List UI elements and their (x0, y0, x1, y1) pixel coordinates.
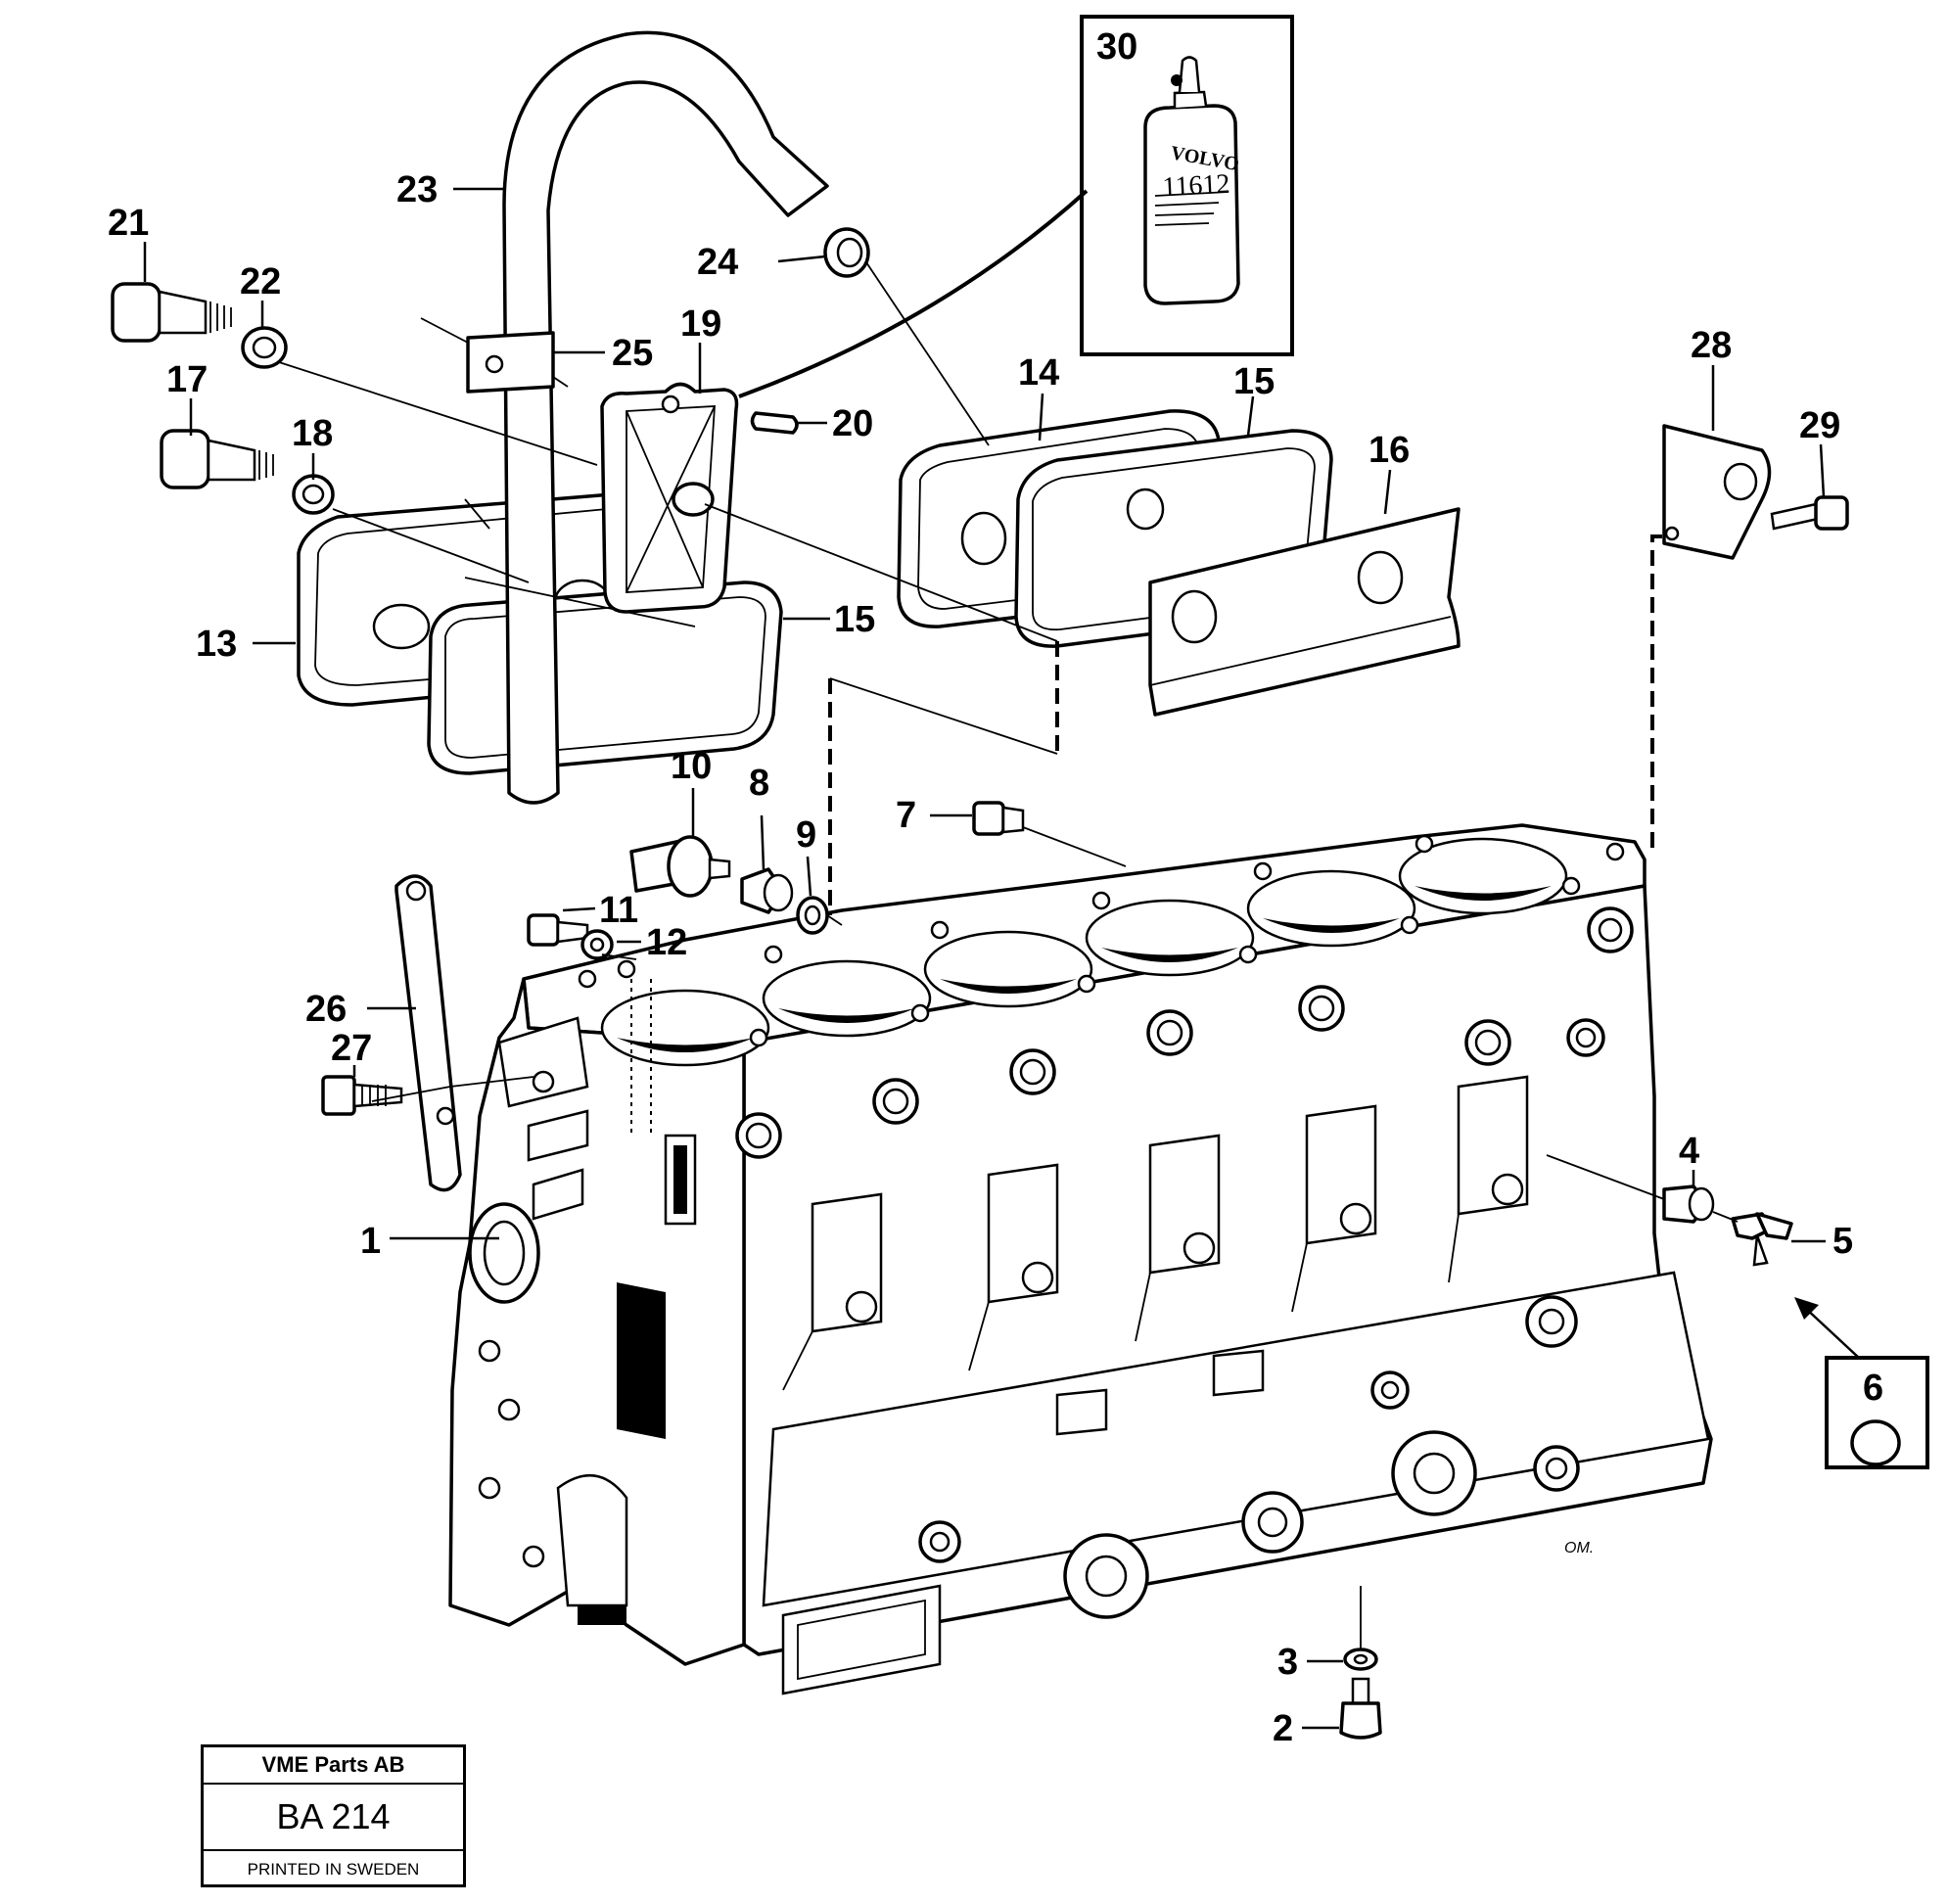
washer-9 (796, 896, 829, 935)
callout-labels: 1 2 3 4 5 6 7 8 9 10 11 12 13 14 15 15 1… (108, 26, 1883, 1749)
engine-block (448, 823, 1713, 1695)
callout-22: 22 (240, 261, 281, 302)
stamp-company: VME Parts AB (204, 1747, 463, 1785)
seal-washer-18 (292, 474, 335, 515)
callout-5: 5 (1832, 1221, 1853, 1262)
callout-8: 8 (749, 763, 769, 804)
callout-1: 1 (360, 1221, 381, 1262)
callout-13: 13 (196, 624, 237, 665)
callout-21: 21 (108, 203, 149, 244)
plug-7 (972, 801, 1025, 836)
callout-30: 30 (1096, 26, 1137, 68)
oil-filler-housing (600, 382, 739, 614)
callout-10: 10 (671, 746, 712, 787)
callout-28: 28 (1691, 325, 1732, 366)
seal-washer-22 (241, 326, 288, 369)
callout-9: 9 (796, 814, 816, 856)
callout-23: 23 (396, 169, 438, 210)
drain-cock-4 (1662, 1184, 1715, 1224)
screw-29 (1770, 495, 1849, 531)
callout-15-right: 15 (1233, 361, 1275, 402)
breather-hose-24 (823, 227, 870, 278)
callout-leaders (143, 187, 1826, 1730)
callout-4: 4 (1679, 1131, 1699, 1172)
callout-7: 7 (896, 795, 916, 836)
callout-26: 26 (305, 989, 347, 1030)
washer-12 (580, 929, 614, 960)
screw-11 (527, 913, 589, 947)
lifting-eye-bolt (321, 1075, 403, 1116)
valve-cover-gasket-left (427, 580, 783, 775)
callout-11: 11 (599, 890, 638, 931)
valve-cover-screw-17 (160, 429, 274, 489)
connection-lines (278, 189, 1861, 1649)
pipe-clamp-25 (466, 331, 555, 394)
callout-24: 24 (697, 242, 738, 283)
drift-pin-20 (750, 411, 799, 435)
insulation-plate-16 (1148, 507, 1461, 717)
washer-3 (1343, 1648, 1378, 1671)
callout-20: 20 (832, 403, 873, 444)
plug-box-6 (1825, 1356, 1929, 1469)
sealant-box (1080, 15, 1294, 356)
callout-25: 25 (612, 333, 653, 374)
callout-3: 3 (1277, 1642, 1298, 1683)
callout-29: 29 (1799, 405, 1840, 446)
callout-16: 16 (1368, 430, 1410, 471)
callout-6: 6 (1863, 1368, 1883, 1409)
callout-17: 17 (166, 359, 208, 400)
valve-cover-screw-21 (111, 282, 232, 343)
drain-plug-2 (1339, 1677, 1382, 1740)
title-stamp: VME Parts AB BA 214 PRINTED IN SWEDEN (201, 1744, 466, 1887)
callout-18: 18 (292, 413, 333, 454)
drain-valve-5 (1731, 1212, 1793, 1267)
stamp-code: BA 214 (204, 1785, 463, 1851)
stamp-printed: PRINTED IN SWEDEN (247, 1860, 420, 1879)
callout-27: 27 (331, 1028, 372, 1069)
bottle-number: 11612 (1162, 168, 1230, 203)
breather-pipe (502, 30, 829, 805)
callout-2: 2 (1273, 1708, 1293, 1749)
lifting-eye (394, 874, 462, 1192)
drafter-initials: OM. (1564, 1540, 1595, 1556)
bracket-28 (1662, 424, 1772, 560)
callout-15-left: 15 (834, 599, 875, 640)
callout-12: 12 (646, 922, 687, 963)
callout-19: 19 (680, 303, 721, 345)
callout-14: 14 (1018, 352, 1059, 394)
adapter-8 (740, 867, 794, 914)
oil-pressure-sender-10 (629, 835, 731, 898)
